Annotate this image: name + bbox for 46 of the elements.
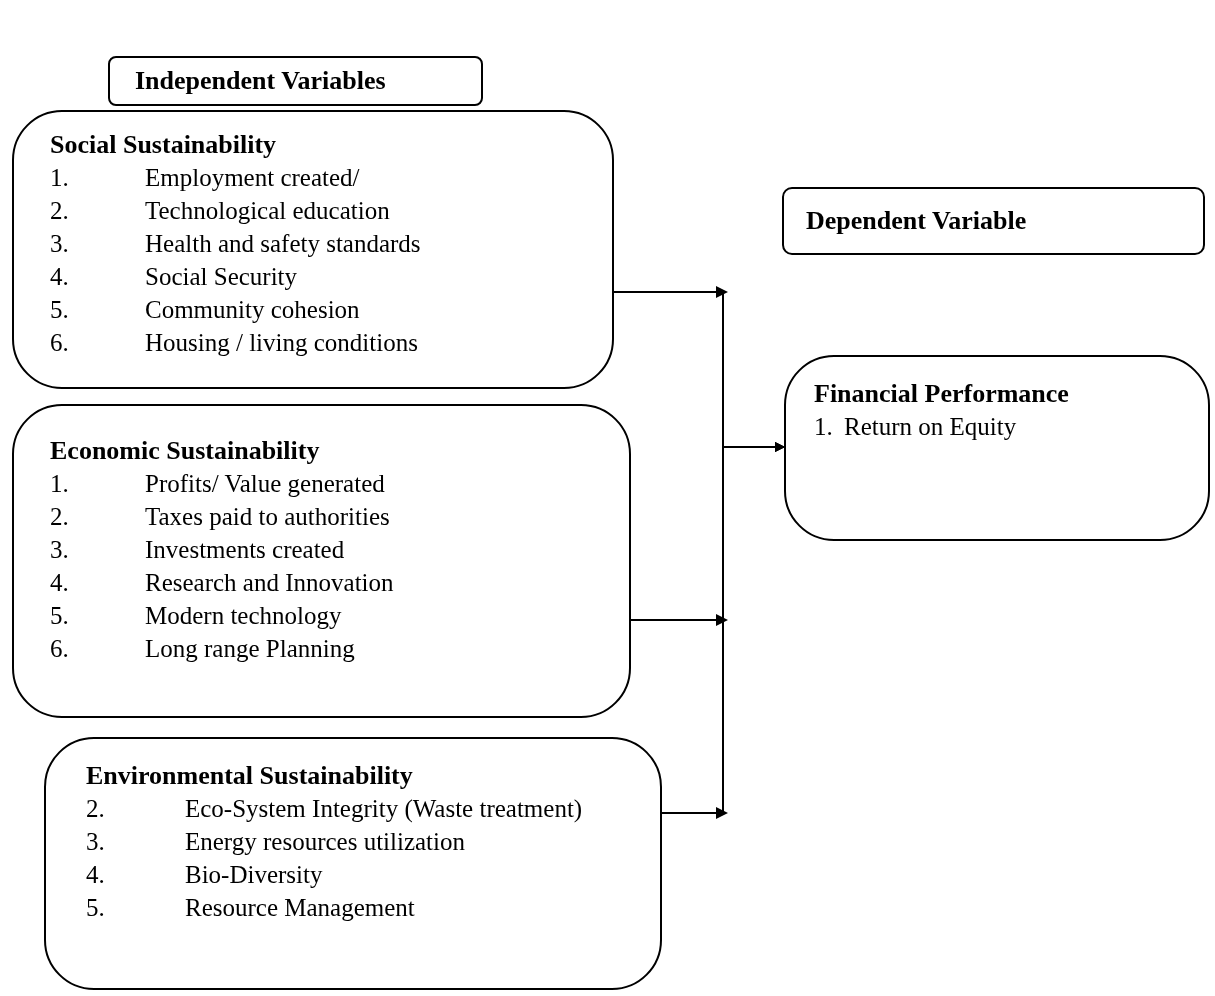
list-item: Bio-Diversity — [185, 860, 324, 890]
box-heading: Independent Variables — [135, 65, 387, 97]
list-item: Research and Innovation — [145, 568, 395, 598]
list-item: Technological education — [145, 196, 391, 226]
list-item: Profits/ Value generated — [145, 469, 386, 499]
list-number: 4. — [86, 860, 106, 890]
list-item: Taxes paid to authorities — [145, 502, 391, 532]
box-heading: Economic Sustainability — [50, 435, 321, 467]
box-heading: Social Sustainability — [50, 129, 278, 161]
box-heading: Financial Performance — [814, 378, 1070, 410]
rounded-box — [44, 737, 662, 990]
list-item: Eco-System Integrity (Waste treatment) — [185, 794, 584, 825]
list-number: 5. — [50, 601, 70, 631]
list-number: 2. — [50, 196, 70, 226]
list-number: 6. — [50, 328, 70, 358]
list-item: Employment created/ — [145, 163, 361, 193]
list-item: Energy resources utilization — [185, 827, 466, 857]
rounded-box — [12, 404, 631, 718]
list-item: Health and safety standards — [145, 229, 422, 259]
list-item: Modern technology — [145, 601, 343, 631]
box-heading: Environmental Sustainability — [86, 760, 414, 792]
list-number: 4. — [50, 568, 70, 598]
rounded-box — [12, 110, 614, 389]
list-item: Housing / living conditions — [145, 328, 419, 358]
list-item: Return on Equity — [844, 412, 1018, 442]
list-item: Long range Planning — [145, 634, 356, 664]
list-number: 2. — [86, 794, 106, 824]
list-item: Social Security — [145, 262, 299, 292]
rounded-box — [784, 355, 1210, 541]
list-number: 1. — [50, 163, 70, 193]
list-item: Resource Management — [185, 893, 416, 923]
rounded-box — [108, 56, 483, 106]
list-item: Investments created — [145, 535, 346, 565]
list-item: Community cohesion — [145, 295, 361, 325]
list-number: 3. — [50, 535, 70, 565]
list-number: 3. — [86, 827, 106, 857]
rounded-box — [782, 187, 1205, 255]
list-number: 1. — [50, 469, 70, 499]
list-number: 6. — [50, 634, 70, 664]
list-number: 2. — [50, 502, 70, 532]
list-number: 5. — [86, 893, 106, 923]
list-number: 1. — [814, 412, 834, 442]
list-number: 4. — [50, 262, 70, 292]
list-number: 3. — [50, 229, 70, 259]
list-number: 5. — [50, 295, 70, 325]
box-heading: Dependent Variable — [806, 205, 1028, 237]
